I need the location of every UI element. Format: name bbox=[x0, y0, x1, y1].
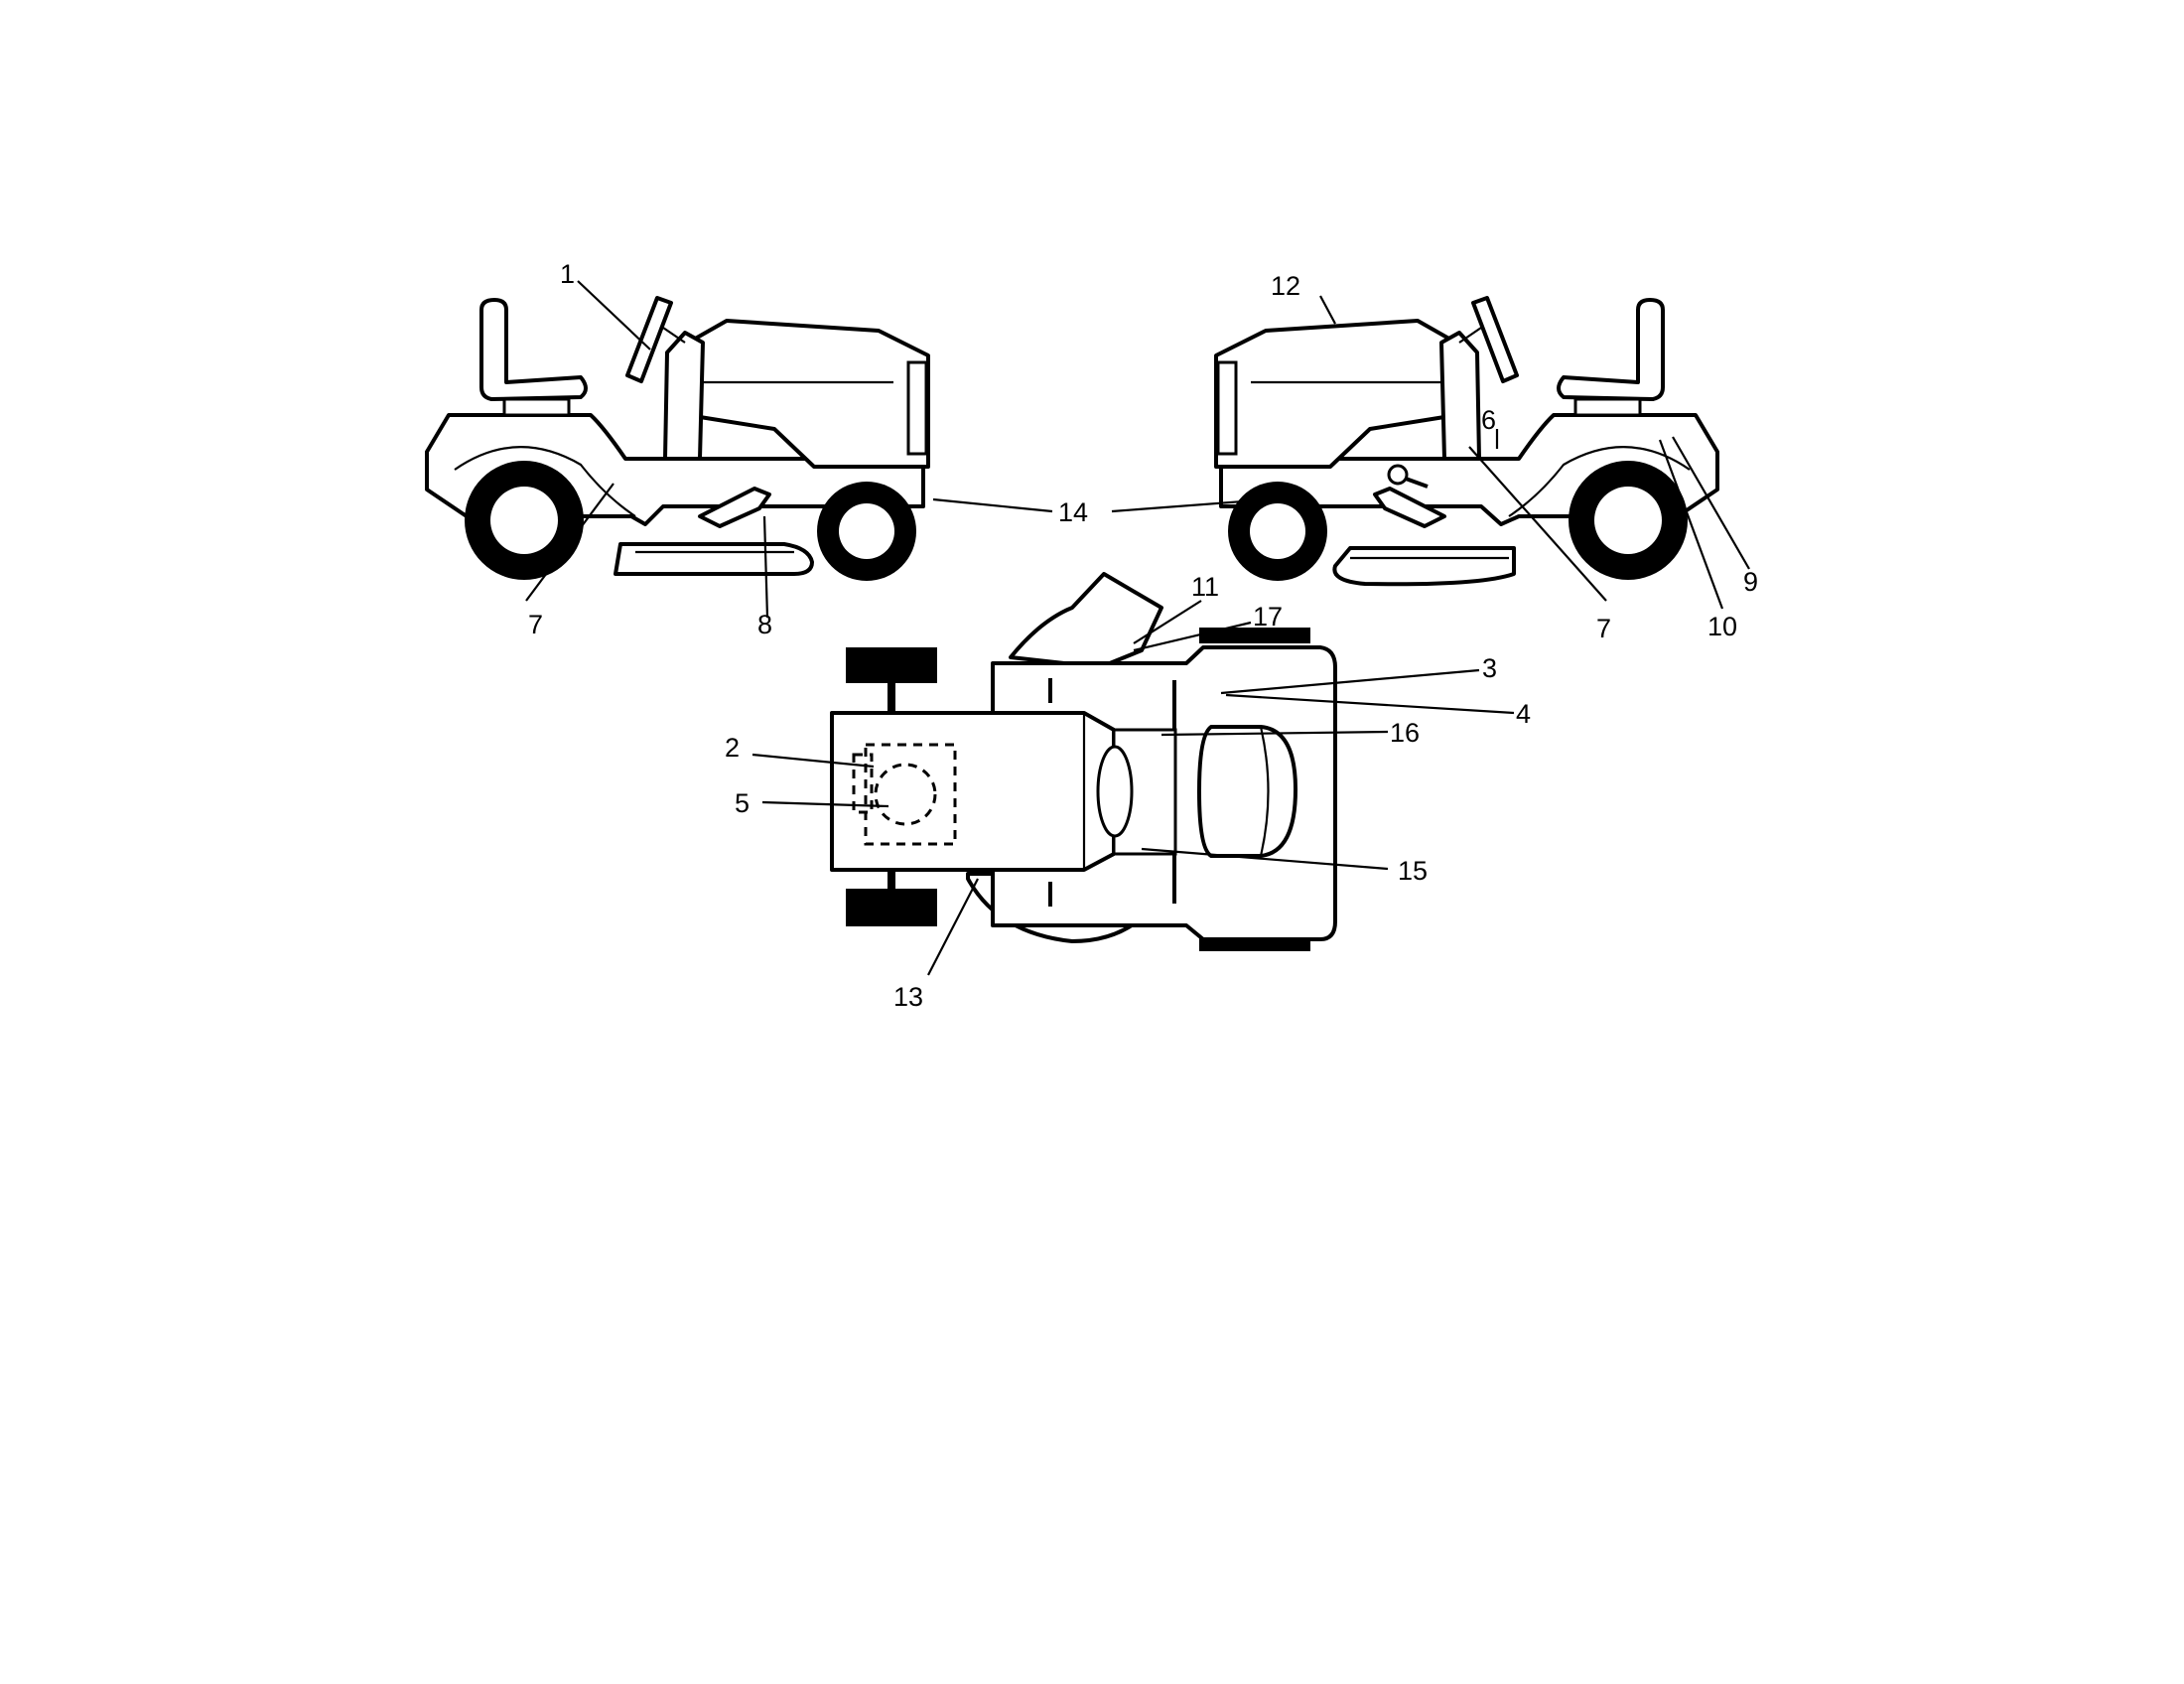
pedal-right bbox=[1373, 487, 1446, 528]
callout-6: 6 bbox=[1481, 405, 1496, 435]
callout-12: 12 bbox=[1271, 271, 1300, 301]
right-side-view bbox=[1214, 296, 1719, 587]
callout-7-left: 7 bbox=[528, 610, 543, 639]
steering-wheel-top bbox=[1096, 745, 1134, 838]
mower-deck-right bbox=[1332, 546, 1516, 587]
decal-circle bbox=[874, 763, 937, 826]
callout-10: 10 bbox=[1707, 612, 1737, 641]
callout-15: 15 bbox=[1398, 856, 1428, 886]
callout-2: 2 bbox=[725, 733, 740, 763]
grille-left bbox=[906, 360, 928, 456]
discharge-chute bbox=[1009, 572, 1163, 669]
callout-4: 4 bbox=[1516, 699, 1531, 729]
steering-wheel-left bbox=[625, 296, 673, 383]
hood-right bbox=[1214, 319, 1463, 469]
seat-right bbox=[1557, 298, 1665, 401]
callout-1: 1 bbox=[560, 259, 575, 289]
callout-labels: 1 2 3 4 5 6 7 7 8 9 10 11 12 13 14 15 16… bbox=[528, 259, 1758, 1012]
key-icon bbox=[1387, 464, 1409, 486]
pedal-left bbox=[698, 487, 771, 528]
rear-tire-top-right bbox=[1199, 628, 1310, 643]
hood-left bbox=[681, 319, 930, 469]
callout-3: 3 bbox=[1482, 653, 1497, 683]
steering-wheel-right bbox=[1471, 296, 1519, 383]
callout-8: 8 bbox=[757, 610, 772, 639]
hood-top bbox=[830, 711, 1116, 872]
mower-deck-left bbox=[614, 542, 814, 576]
callout-17: 17 bbox=[1253, 602, 1283, 632]
callout-5: 5 bbox=[735, 788, 750, 818]
callout-11: 11 bbox=[1191, 572, 1219, 602]
callout-9: 9 bbox=[1743, 567, 1758, 597]
top-view bbox=[830, 572, 1337, 951]
left-side-view bbox=[425, 296, 930, 581]
dash-tower-left bbox=[663, 331, 705, 461]
front-tire-top-1 bbox=[846, 647, 937, 683]
callout-16: 16 bbox=[1390, 718, 1420, 748]
seat-top bbox=[1197, 725, 1297, 858]
seat-left bbox=[479, 298, 588, 401]
dash-tower-right bbox=[1439, 331, 1481, 461]
callout-13: 13 bbox=[893, 982, 923, 1012]
front-tire-top-2 bbox=[846, 889, 937, 926]
callout-7-right: 7 bbox=[1596, 614, 1611, 643]
callout-14: 14 bbox=[1058, 497, 1088, 527]
leader-lines bbox=[525, 280, 1750, 976]
grille-right bbox=[1216, 360, 1238, 456]
